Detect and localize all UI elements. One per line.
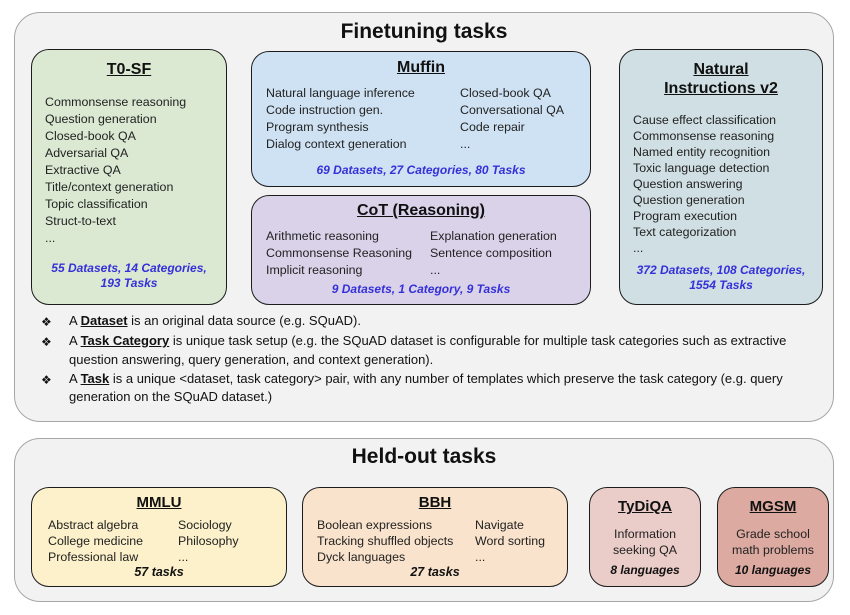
cot-box: CoT (Reasoning) Arithmetic reasoning Com… — [251, 195, 591, 305]
task-item: Cause effect classification — [633, 113, 777, 127]
tydiqa-description: Information seeking QA — [612, 527, 678, 557]
mmlu-box: MMLU Abstract algebra College medicine P… — [31, 487, 287, 587]
muffin-task-list-col2: Closed-book QA Conversational QA Code re… — [460, 85, 564, 153]
definition-note-dataset: ❖ A Dataset is an original data source (… — [41, 312, 809, 332]
mgsm-title: MGSM — [749, 498, 797, 515]
task-item: Sentence composition — [430, 246, 552, 260]
heldout-panel-title: Held-out tasks — [351, 445, 497, 468]
cot-task-list-col2: Explanation generation Sentence composit… — [430, 228, 557, 279]
task-item: Boolean expressions — [317, 518, 433, 532]
bbh-task-list-col1: Boolean expressions Tracking shuffled ob… — [317, 517, 453, 565]
task-item: ... — [178, 550, 189, 564]
task-item: Program execution — [633, 209, 737, 223]
task-item: Text categorization — [633, 225, 737, 239]
task-item: Abstract algebra — [48, 518, 139, 532]
task-item: Navigate — [475, 518, 524, 532]
mmlu-stats: 57 tasks — [134, 565, 184, 579]
diamond-bullet-icon: ❖ — [41, 372, 52, 387]
note-text: A Task is a unique <dataset, task catego… — [69, 370, 783, 405]
task-item: ... — [45, 231, 56, 245]
mgsm-box: MGSM Grade school math problems 10 langu… — [717, 487, 829, 587]
tydiqa-stats: 8 languages — [610, 563, 680, 577]
task-item: Closed-book QA — [45, 129, 136, 143]
task-item: Explanation generation — [430, 229, 557, 243]
task-item: Commonsense reasoning — [633, 129, 775, 143]
t0sf-box: T0-SF Commonsense reasoning Question gen… — [31, 49, 227, 305]
task-item: Dialog context generation — [266, 137, 407, 151]
task-item: Tracking shuffled objects — [317, 534, 454, 548]
task-item: Question generation — [45, 112, 157, 126]
mmlu-task-list-col1: Abstract algebra College medicine Profes… — [48, 517, 143, 565]
task-item: Extractive QA — [45, 163, 121, 177]
task-item: Code repair — [460, 120, 525, 134]
muffin-stats: 69 Datasets, 27 Categories, 80 Tasks — [316, 162, 526, 177]
mgsm-stats: 10 languages — [734, 563, 812, 577]
definition-note-task-category: ❖ A Task Category is unique task setup (… — [41, 332, 809, 369]
task-item: ... — [430, 263, 441, 277]
bbh-stats: 27 tasks — [410, 565, 460, 579]
bbh-title: BBH — [418, 494, 452, 511]
task-item: Named entity recognition — [633, 145, 771, 159]
muffin-task-list-col1: Natural language inference Code instruct… — [266, 85, 415, 153]
task-item: Natural language inference — [266, 86, 415, 100]
cot-title: CoT (Reasoning) — [357, 202, 485, 219]
task-item: Struct-to-text — [45, 214, 116, 228]
note-text: A Task Category is unique task setup (e.… — [69, 333, 787, 367]
mmlu-task-list-col2: Sociology Philosophy ... — [178, 517, 239, 565]
bbh-box: BBH Boolean expressions Tracking shuffle… — [302, 487, 568, 587]
task-item: ... — [633, 241, 644, 255]
bbh-task-list-col2: Navigate Word sorting ... — [475, 517, 545, 565]
muffin-title: Muffin — [397, 59, 445, 76]
tydiqa-box: TyDiQA Information seeking QA 8 language… — [589, 487, 701, 587]
task-item: Code instruction gen. — [266, 103, 384, 117]
task-item: Commonsense reasoning — [45, 95, 187, 109]
niv2-stats: 372 Datasets, 108 Categories, 1554 Tasks — [636, 263, 806, 292]
finetuning-panel: Finetuning tasks T0-SF Commonsense reaso… — [14, 12, 834, 422]
mmlu-title: MMLU — [136, 494, 182, 511]
t0sf-title: T0-SF — [106, 61, 152, 78]
task-item: College medicine — [48, 534, 144, 548]
tydiqa-title: TyDiQA — [618, 498, 672, 515]
heldout-panel: Held-out tasks MMLU Abstract algebra Col… — [14, 438, 834, 602]
task-item: Professional law — [48, 550, 139, 564]
mgsm-description: Grade school math problems — [732, 527, 814, 557]
t0sf-task-list: Commonsense reasoning Question generatio… — [45, 94, 186, 247]
diamond-bullet-icon: ❖ — [41, 315, 52, 329]
task-item: Topic classification — [45, 197, 148, 211]
task-item: Word sorting — [475, 534, 546, 548]
niv2-title: Natural Instructions v2 — [664, 61, 778, 97]
task-item: Sociology — [178, 518, 232, 532]
task-item: Conversational QA — [460, 103, 564, 117]
task-item: Toxic language detection — [633, 161, 770, 175]
cot-task-list-col1: Arithmetic reasoning Commonsense Reasoni… — [266, 228, 412, 279]
task-item: Implicit reasoning — [266, 263, 363, 277]
diamond-bullet-icon: ❖ — [41, 335, 52, 349]
task-item: Philosophy — [178, 534, 239, 548]
task-item: Question generation — [633, 193, 745, 207]
muffin-box: Muffin Natural language inference Code i… — [251, 51, 591, 187]
definition-notes: ❖ A Dataset is an original data source (… — [41, 312, 809, 407]
task-item: ... — [460, 137, 471, 151]
task-item: Adversarial QA — [45, 146, 129, 160]
task-item: Program synthesis — [266, 120, 369, 134]
task-item: Question answering — [633, 177, 743, 191]
task-item: Commonsense Reasoning — [266, 246, 413, 260]
finetuning-panel-title: Finetuning tasks — [340, 20, 508, 43]
task-item: Closed-book QA — [460, 86, 551, 100]
t0sf-stats: 55 Datasets, 14 Categories, 193 Tasks — [51, 261, 207, 290]
task-item: Arithmetic reasoning — [266, 229, 379, 243]
niv2-task-list: Cause effect classification Commonsense … — [633, 112, 776, 256]
niv2-box: Natural Instructions v2 Cause effect cla… — [619, 49, 823, 305]
definition-note-task: ❖ A Task is a unique <dataset, task cate… — [41, 370, 809, 407]
note-text: A Dataset is an original data source (e.… — [69, 313, 361, 328]
task-item: Dyck languages — [317, 550, 406, 564]
cot-stats: 9 Datasets, 1 Category, 9 Tasks — [331, 281, 511, 296]
task-item: ... — [475, 550, 486, 564]
task-item: Title/context generation — [45, 180, 174, 194]
